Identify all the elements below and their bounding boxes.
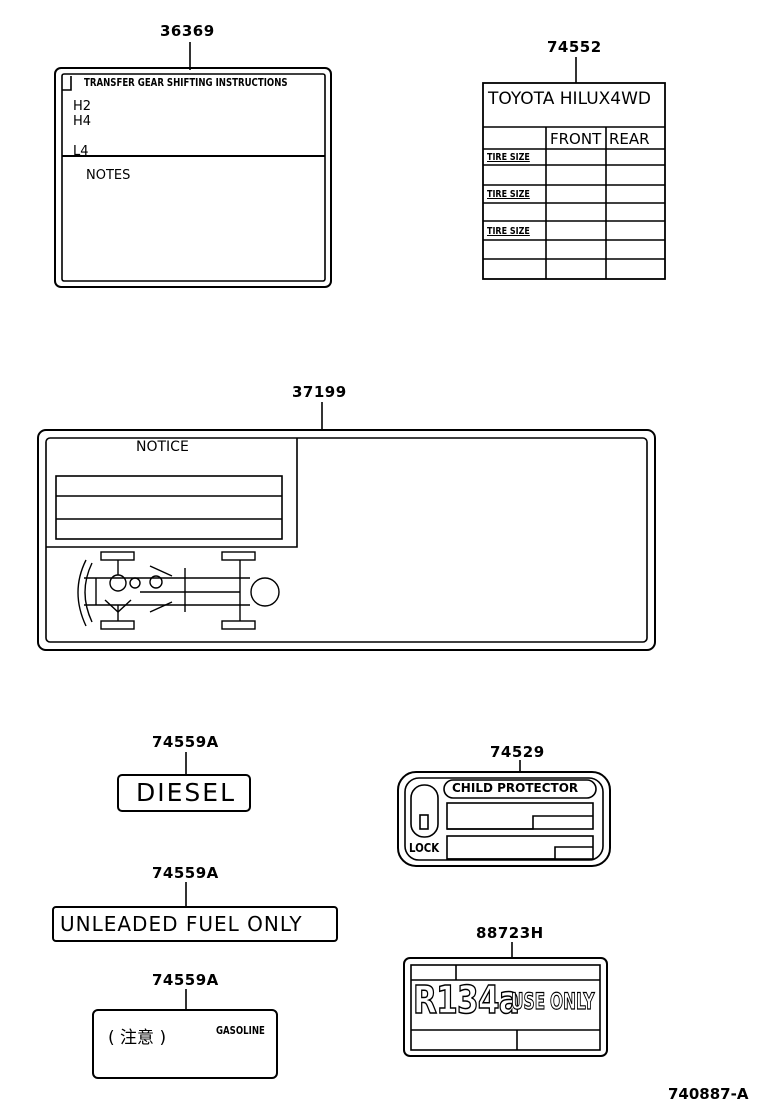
figure-id: 740887-A xyxy=(668,1085,749,1103)
transfer-h2: H2 xyxy=(73,99,92,114)
transfer-title: TRANSFER GEAR SHIFTING INSTRUCTIONS xyxy=(84,76,288,89)
part-number-diesel: 74559A xyxy=(152,733,219,751)
part-number-notice: 37199 xyxy=(292,383,347,401)
tire-front-header: FRONT xyxy=(550,130,602,148)
tire-rear-header: REAR xyxy=(609,130,650,148)
tire-size-row-1: TIRE SIZE xyxy=(487,152,530,163)
transfer-notes: NOTES xyxy=(86,168,131,183)
diesel-text: DIESEL xyxy=(136,778,237,807)
gasoline-caution-jp: ( 注意 ) xyxy=(108,1028,167,1048)
r134a-only-text: ONLY xyxy=(550,989,595,1015)
gasoline-text: GASOLINE xyxy=(216,1024,265,1037)
r134a-big-text: R134a xyxy=(412,977,520,1023)
r134a-use-text: USE xyxy=(511,989,546,1015)
unleaded-text: UNLEADED FUEL ONLY xyxy=(60,912,303,936)
transfer-l4: L4 xyxy=(73,144,89,159)
tire-size-row-2: TIRE SIZE xyxy=(487,189,530,200)
child-protector-lock: LOCK xyxy=(409,841,440,855)
part-number-transfer: 36369 xyxy=(160,22,215,40)
child-protector-title: CHILD PROTECTOR xyxy=(452,781,579,795)
part-number-unleaded: 74559A xyxy=(152,864,219,882)
transfer-h4: H4 xyxy=(73,114,92,129)
notice-title: NOTICE xyxy=(136,439,189,455)
part-number-child-protector: 74529 xyxy=(490,743,545,761)
part-number-tire: 74552 xyxy=(547,38,602,56)
part-number-r134a: 88723H xyxy=(476,924,544,942)
tire-title: TOYOTA HILUX4WD xyxy=(488,89,651,109)
part-number-gasoline: 74559A xyxy=(152,971,219,989)
tire-size-row-3: TIRE SIZE xyxy=(487,226,530,237)
